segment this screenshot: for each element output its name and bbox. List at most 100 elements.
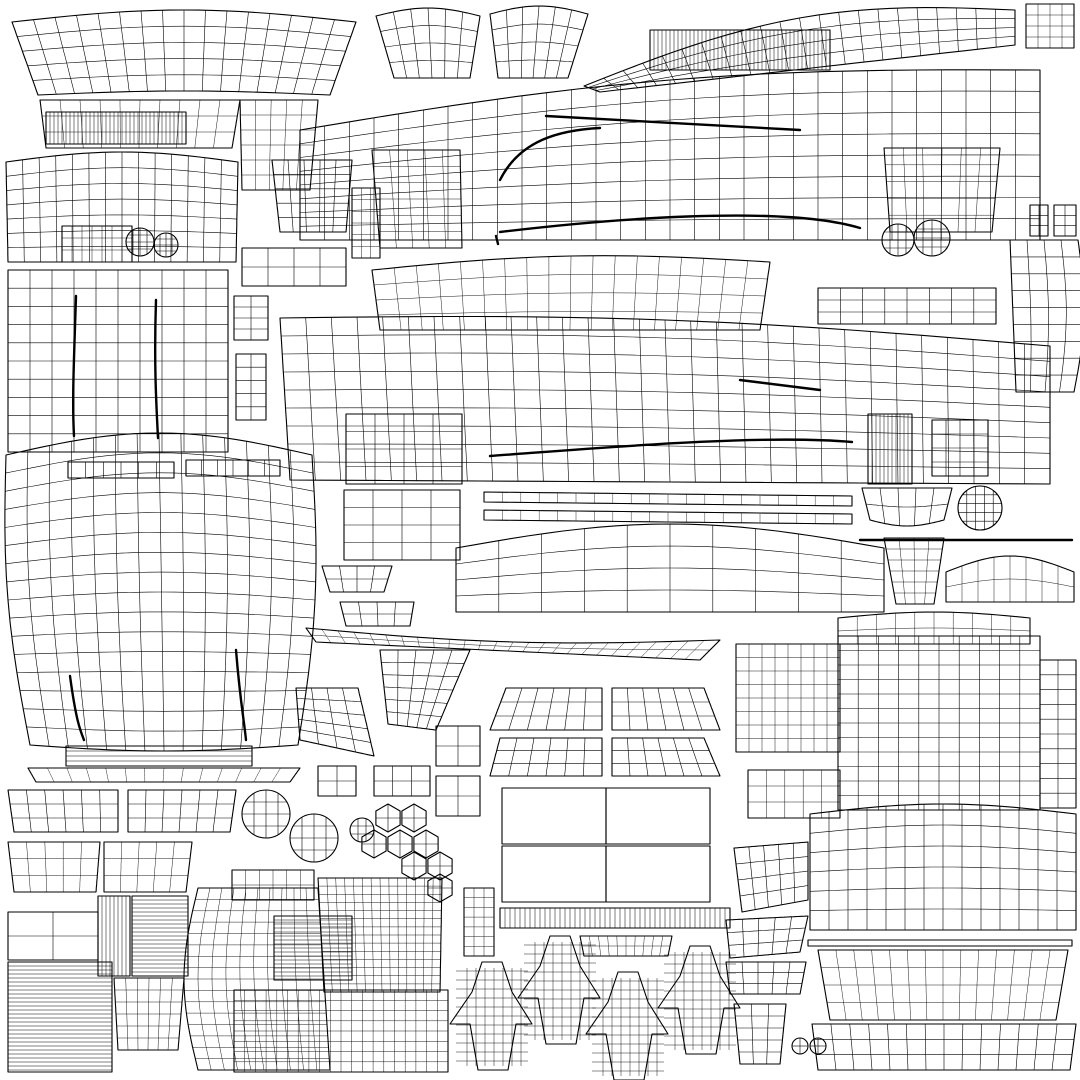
uv-grid-line <box>7 591 316 601</box>
uv-island-outline <box>811 1023 1077 1071</box>
uv-grid-line <box>5 452 314 474</box>
body-side-lower <box>279 315 1051 485</box>
bottom-lines-1 <box>7 961 113 1073</box>
uv-grid-line <box>785 916 792 954</box>
hex-tile-3 <box>361 829 387 859</box>
rocker-strip-2 <box>483 509 853 525</box>
rear-fender-upper <box>837 611 1031 645</box>
uv-island-outline <box>517 935 601 1045</box>
uv-grid-line <box>642 737 649 777</box>
uv-grid-line <box>837 627 1031 632</box>
roof-front-island <box>11 9 357 96</box>
uv-grid-line <box>66 767 73 783</box>
uv-island-outline <box>371 255 771 331</box>
uv-seam-edge <box>153 298 160 440</box>
uv-grid-line <box>587 18 1015 88</box>
spoiler-left-2 <box>339 601 415 627</box>
uv-island-outline <box>185 459 281 477</box>
uv-grid-line <box>235 767 242 783</box>
uv-grid-line <box>459 316 468 481</box>
uv-island-outline <box>271 159 353 233</box>
uv-grid-line <box>219 159 222 263</box>
fender-piece <box>379 649 471 731</box>
uv-grid-line <box>727 927 806 933</box>
uv-island-outline <box>45 111 187 145</box>
uv-grid-line <box>613 318 620 482</box>
uv-grid-line <box>757 918 760 956</box>
uv-grid-line <box>86 767 91 783</box>
uv-island-outline <box>501 845 607 903</box>
uv-grid-line <box>282 352 1051 377</box>
uv-grid-line <box>433 316 443 481</box>
uv-seam-edge <box>738 378 822 392</box>
uv-grid-line <box>627 737 631 777</box>
uv-island-outline <box>7 841 101 893</box>
uv-island-outline <box>489 5 589 79</box>
uv-grid-line <box>331 317 341 481</box>
uv-grid-line <box>186 155 189 263</box>
seat-strip <box>351 187 381 259</box>
rear-light-arch <box>1009 239 1080 393</box>
uv-island-outline <box>317 877 443 993</box>
uv-grid-line <box>491 23 584 31</box>
uv-island-outline <box>1025 3 1075 49</box>
uv-grid-line <box>238 11 249 92</box>
uv-grid-line <box>771 961 775 995</box>
uv-grid-line <box>303 159 307 233</box>
uv-grid-line <box>527 687 539 731</box>
uv-island-outline <box>7 789 119 833</box>
door-handle-arch <box>861 487 953 527</box>
trunk-curve-island <box>183 887 331 1071</box>
uv-grid-line <box>1033 1023 1039 1071</box>
uv-island-outline <box>349 817 375 843</box>
uv-grid-line <box>299 154 1041 186</box>
uv-grid-line <box>595 36 1016 91</box>
uv-grid-line <box>373 274 768 286</box>
side-trim-1 <box>747 769 841 819</box>
uv-grid-line <box>6 167 238 177</box>
uv-grid-line <box>305 317 316 481</box>
uv-island-outline <box>317 765 357 797</box>
small-round-1 <box>349 817 375 843</box>
uv-island-outline <box>345 413 463 485</box>
uv-grid-line <box>508 737 518 777</box>
uv-island-outline <box>375 7 481 79</box>
uv-island-outline <box>483 509 853 525</box>
uv-grid-line <box>180 767 184 783</box>
uv-grid-line <box>5 552 317 565</box>
uv-grid-line <box>690 320 696 483</box>
bottom-grid-large <box>7 911 99 961</box>
hex-tile-8 <box>427 873 453 903</box>
uv-grid-line <box>22 159 25 263</box>
uv-island-outline <box>931 419 989 477</box>
uv-island-outline <box>747 769 841 819</box>
uv-island-outline <box>321 565 393 593</box>
uv-grid-line <box>377 311 763 316</box>
spoiler-left-1 <box>321 565 393 593</box>
uv-island-outline <box>1009 239 1080 393</box>
uv-grid-line <box>97 13 112 93</box>
hood-lip-island <box>27 767 301 783</box>
tail-panel-1 <box>733 841 809 913</box>
uv-grid-line <box>356 317 367 481</box>
mirror-small-1 <box>1029 204 1049 237</box>
uv-grid-line <box>32 74 336 81</box>
uv-island-outline <box>449 961 533 1071</box>
uv-grid-line <box>298 718 368 730</box>
uv-grid-line <box>728 939 803 946</box>
uv-island-outline <box>233 989 449 1073</box>
uv-grid-line <box>22 42 346 52</box>
hex-tile-2 <box>401 803 427 833</box>
hex-tile-1 <box>375 803 401 833</box>
uv-grid-line <box>195 789 201 833</box>
side-stripe <box>807 939 1073 947</box>
windshield-lower-island <box>5 151 239 263</box>
uv-grid-line <box>299 175 1041 200</box>
rear-wing-left <box>7 789 119 833</box>
uv-grid-line <box>583 687 587 731</box>
uv-grid-line <box>152 841 158 893</box>
uv-grid-line <box>545 737 552 777</box>
uv-grid-line <box>275 15 292 93</box>
spoiler-profile <box>945 555 1075 603</box>
